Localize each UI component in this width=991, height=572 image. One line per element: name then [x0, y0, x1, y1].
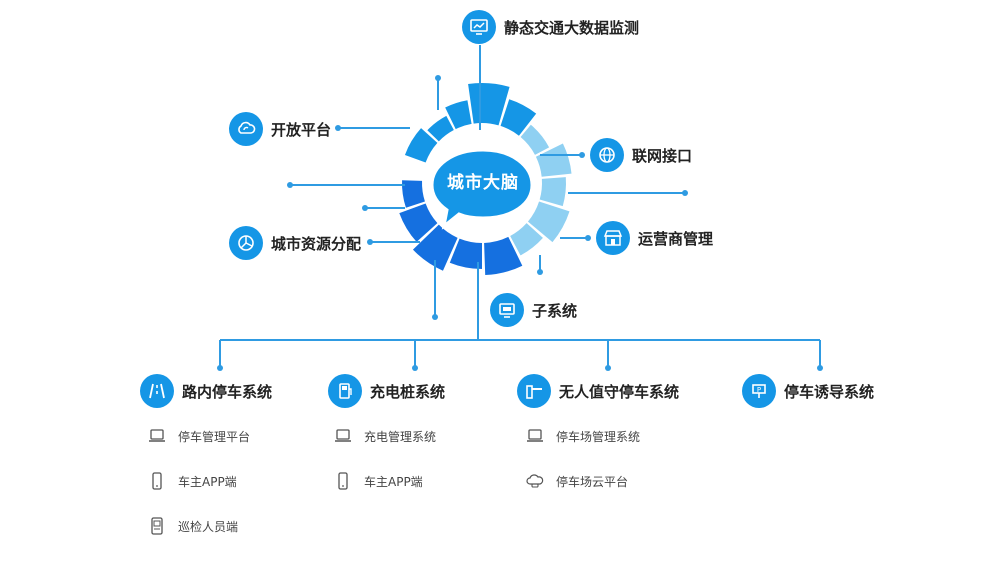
phone-icon	[338, 472, 348, 490]
laptop-icon	[335, 429, 351, 442]
burst-segment	[468, 83, 510, 126]
system-onstreet-parking[interactable]: 路内停车系统	[140, 374, 272, 408]
node-city-resource-allocation[interactable]: 城市资源分配	[229, 226, 361, 260]
list-item-label: 停车场云平台	[556, 474, 629, 489]
list-item[interactable]: 充电管理系统	[334, 427, 436, 445]
system-unattended-parking[interactable]: 无人值守停车系统	[517, 374, 679, 408]
list-item[interactable]: 停车场云平台	[526, 472, 628, 490]
charger-icon	[328, 374, 362, 408]
road-icon	[140, 374, 174, 408]
burst-segment	[445, 100, 472, 130]
node-subsystem[interactable]: 子系统	[490, 293, 577, 327]
burst-segment	[500, 99, 537, 136]
burst-segment	[520, 124, 550, 155]
system-charging-pile[interactable]: 充电桩系统	[328, 374, 445, 408]
node-static-traffic-monitoring[interactable]: 静态交通大数据监测	[462, 10, 639, 44]
node-label: 静态交通大数据监测	[504, 18, 640, 37]
list-item-label: 巡检人员端	[178, 519, 239, 534]
list-item[interactable]: 巡检人员端	[148, 517, 238, 535]
laptop-icon	[527, 429, 543, 442]
list-item[interactable]: 停车管理平台	[148, 427, 250, 445]
node-label: 子系统	[532, 301, 578, 320]
laptop-icon	[149, 429, 165, 442]
center-bubble	[430, 148, 534, 230]
node-label: 开放平台	[271, 120, 332, 139]
burst-segment	[527, 201, 570, 243]
burst-segment	[539, 177, 567, 207]
node-operator-management[interactable]: 运营商管理	[596, 221, 713, 255]
store-icon	[596, 221, 630, 255]
burst-segment	[535, 143, 572, 177]
burst-segment	[484, 236, 523, 275]
list-item-label: 停车场管理系统	[556, 429, 641, 444]
node-open-platform[interactable]: 开放平台	[229, 112, 331, 146]
node-label: 联网接口	[632, 146, 693, 165]
list-item[interactable]: 车主APP端	[334, 472, 423, 490]
burst-segment	[412, 224, 458, 271]
svg-text:P: P	[757, 386, 761, 394]
system-label: 路内停车系统	[182, 382, 273, 401]
list-item[interactable]: 停车场管理系统	[526, 427, 640, 445]
list-item-label: 充电管理系统	[364, 429, 437, 444]
phone-icon	[152, 472, 162, 490]
burst-segment	[510, 223, 543, 256]
burst-segment	[399, 203, 438, 242]
guide-sign-icon: P	[742, 374, 776, 408]
node-label: 城市资源分配	[271, 234, 362, 253]
node-network-interface[interactable]: 联网接口	[590, 138, 692, 172]
system-parking-guidance[interactable]: P 停车诱导系统	[742, 374, 874, 408]
handheld-icon	[151, 517, 163, 535]
burst-segment	[449, 238, 482, 269]
cloud-car-icon	[526, 474, 544, 488]
pie-chart-icon	[229, 226, 263, 260]
system-label: 停车诱导系统	[784, 382, 875, 401]
center-title: 城市大脑	[447, 173, 519, 193]
screen-icon	[490, 293, 524, 327]
barrier-gate-icon	[517, 374, 551, 408]
connector-lines	[217, 45, 823, 371]
burst-segment	[402, 180, 425, 208]
cloud-refresh-icon	[229, 112, 263, 146]
system-label: 充电桩系统	[370, 382, 446, 401]
list-item-label: 车主APP端	[364, 474, 423, 489]
system-label: 无人值守停车系统	[559, 382, 680, 401]
monitor-chart-icon	[462, 10, 496, 44]
city-brain-burst	[399, 83, 572, 275]
list-item-label: 停车管理平台	[178, 429, 251, 444]
node-label: 运营商管理	[638, 229, 714, 248]
burst-segment	[404, 128, 438, 163]
list-item-label: 车主APP端	[178, 474, 237, 489]
globe-icon	[590, 138, 624, 172]
list-item[interactable]: 车主APP端	[148, 472, 237, 490]
burst-segment	[427, 115, 454, 142]
